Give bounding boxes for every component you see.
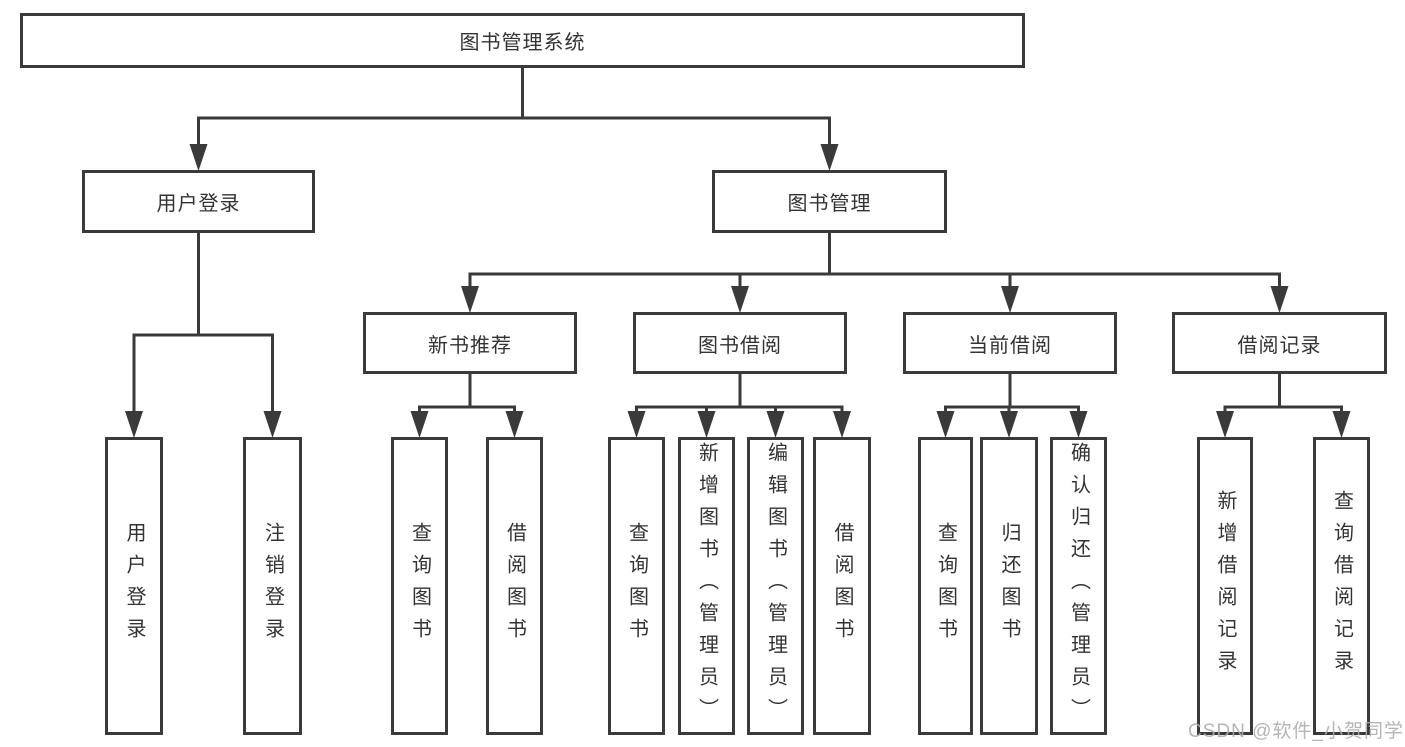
arrowhead-icon — [1001, 286, 1019, 313]
node-bw-query: 查询图书 — [608, 437, 665, 735]
arrowhead-icon — [461, 286, 479, 313]
node-root: 图书管理系统 — [20, 13, 1025, 68]
node-label-login: 用户登录 — [156, 193, 241, 215]
arrowhead-icon — [833, 411, 851, 438]
node-mgmt: 图书管理 — [712, 170, 947, 233]
node-label-logout: 注销登录 — [261, 522, 284, 650]
node-label-bw-borrow: 借阅图书 — [831, 522, 853, 650]
arrowhead-icon — [820, 144, 839, 171]
node-label-newbook: 新书推荐 — [428, 334, 512, 357]
node-label-cur-return: 归还图书 — [998, 522, 1020, 650]
arrowhead-icon — [189, 144, 208, 171]
arrowhead-icon — [263, 411, 282, 438]
arrowhead-icon — [627, 411, 646, 438]
arrowhead-icon — [1000, 411, 1018, 438]
arrowhead-icon — [1216, 411, 1234, 438]
node-label-nb-query: 查询图书 — [408, 522, 431, 650]
node-bw-edit: 编辑图书（管理员） — [747, 437, 804, 735]
node-label-mgmt: 图书管理 — [787, 193, 872, 215]
node-logout: 注销登录 — [243, 437, 302, 735]
node-records: 借阅记录 — [1172, 312, 1387, 374]
node-label-root: 图书管理系统 — [459, 32, 586, 54]
node-rec-add: 新增借阅记录 — [1197, 437, 1253, 735]
node-label-bw-query: 查询图书 — [625, 522, 648, 650]
arrowhead-icon — [936, 411, 955, 438]
node-label-nb-borrow: 借阅图书 — [503, 522, 526, 650]
arrowhead-icon — [1270, 286, 1289, 313]
node-rec-query: 查询借阅记录 — [1313, 437, 1370, 735]
node-nb-borrow: 借阅图书 — [486, 437, 543, 735]
arrowhead-icon — [505, 411, 524, 438]
arrowhead-icon — [1069, 411, 1088, 438]
node-label-user-login: 用户登录 — [123, 522, 145, 650]
arrowhead-icon — [731, 286, 749, 313]
arrowhead-icon — [410, 411, 429, 438]
node-current: 当前借阅 — [903, 312, 1117, 374]
arrowhead-icon — [1332, 411, 1351, 438]
node-label-cur-confirm: 确认归还（管理员） — [1067, 442, 1090, 730]
watermark: CSDN @软件_小贺同学 — [1188, 721, 1404, 742]
node-label-bw-add: 新增图书（管理员） — [695, 442, 718, 730]
arrowhead-icon — [697, 411, 716, 438]
node-login: 用户登录 — [82, 170, 315, 233]
node-cur-query: 查询图书 — [918, 437, 973, 735]
node-label-borrow: 图书借阅 — [698, 334, 782, 357]
node-nb-query: 查询图书 — [391, 437, 448, 735]
arrowhead-icon — [766, 411, 785, 438]
node-bw-add: 新增图书（管理员） — [678, 437, 735, 735]
node-label-rec-query: 查询借阅记录 — [1330, 490, 1353, 682]
arrowhead-icon — [125, 411, 143, 438]
node-bw-borrow: 借阅图书 — [813, 437, 871, 735]
node-label-records: 借阅记录 — [1237, 334, 1322, 357]
node-cur-return: 归还图书 — [980, 437, 1038, 735]
node-label-current: 当前借阅 — [968, 334, 1052, 357]
node-label-bw-edit: 编辑图书（管理员） — [764, 442, 787, 730]
node-user-login: 用户登录 — [105, 437, 163, 735]
node-label-cur-query: 查询图书 — [934, 522, 957, 650]
node-newbook: 新书推荐 — [363, 312, 577, 374]
node-borrow: 图书借阅 — [633, 312, 847, 374]
node-label-rec-add: 新增借阅记录 — [1214, 490, 1236, 682]
node-cur-confirm: 确认归还（管理员） — [1050, 437, 1107, 735]
